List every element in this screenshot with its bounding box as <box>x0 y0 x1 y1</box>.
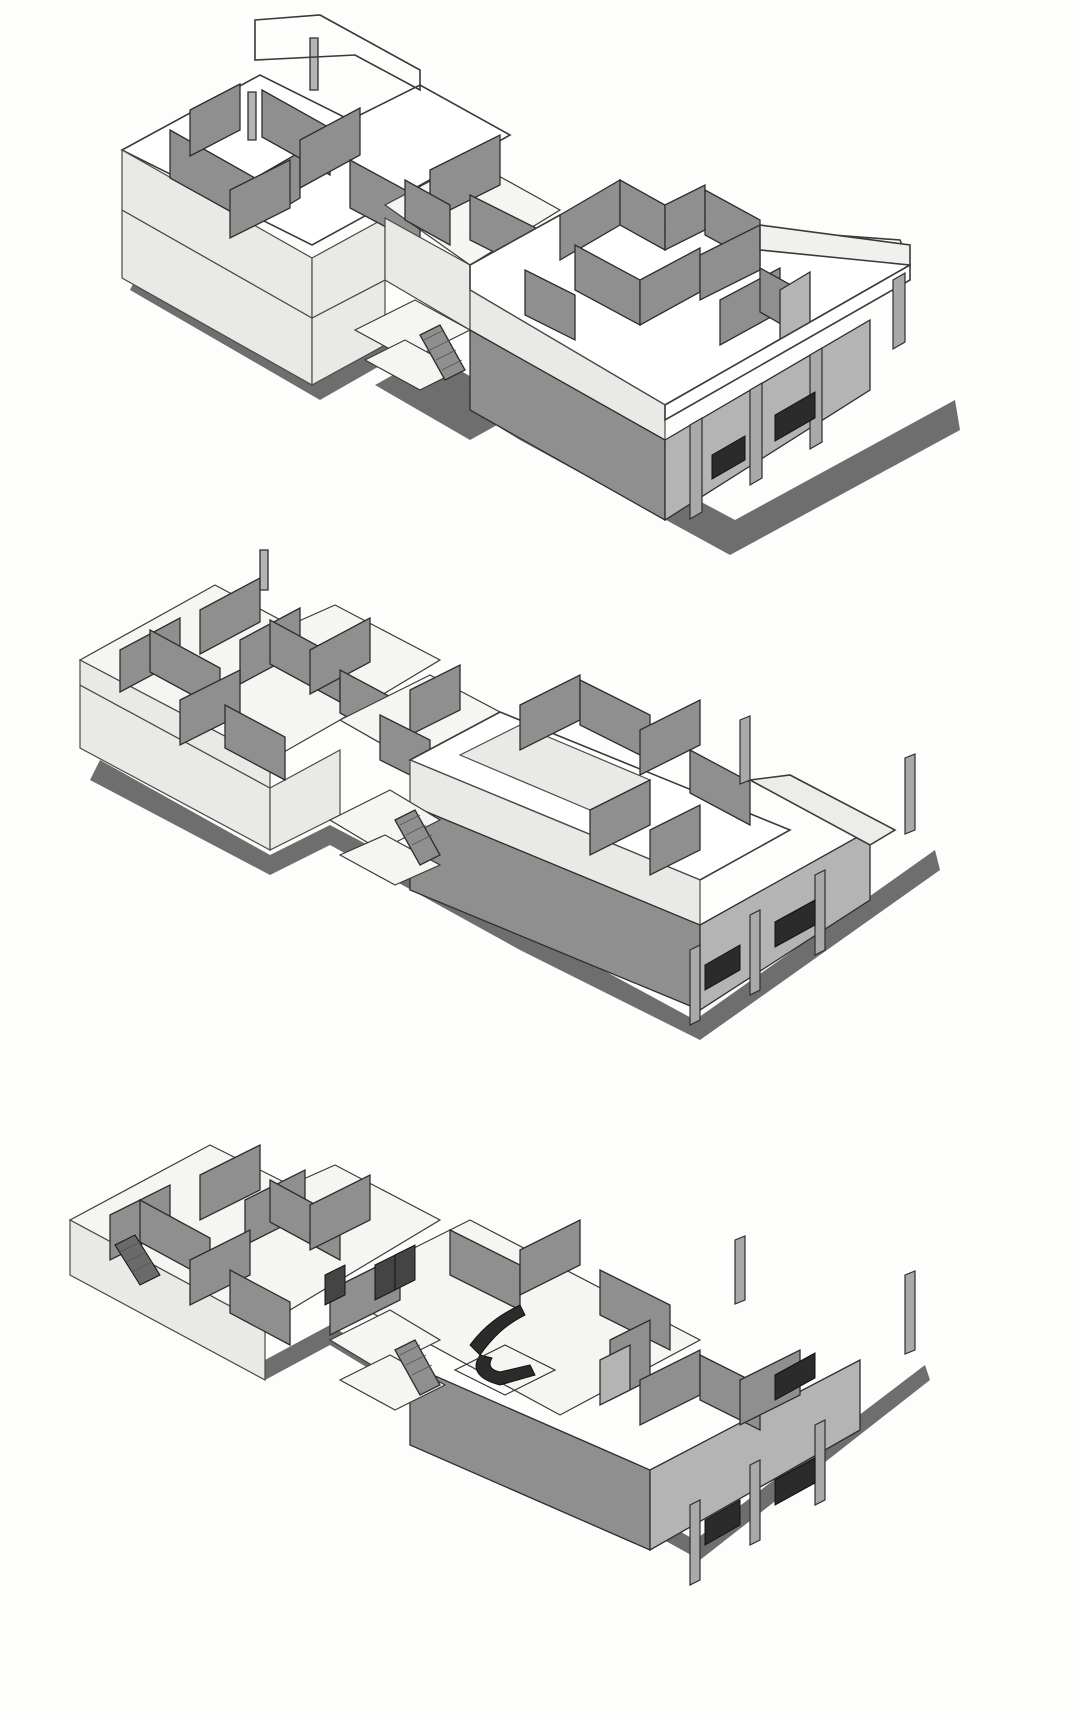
entry-lower-landing <box>338 1354 447 1411</box>
axon-view-middle <box>78 549 940 1040</box>
right-walls <box>599 1343 801 1432</box>
interior-walls <box>119 549 401 782</box>
entry-lower-landing <box>338 834 442 886</box>
columns <box>689 271 906 521</box>
glazed-screens <box>324 1244 416 1306</box>
screen-panels <box>704 1352 816 1546</box>
axon-view-ground <box>68 1143 930 1586</box>
entry-stair <box>394 809 441 866</box>
screen-panels <box>704 899 816 991</box>
right-walls <box>519 673 751 877</box>
canopy-roof <box>759 224 911 266</box>
slab-edge <box>664 263 911 422</box>
screen-panels <box>711 391 816 480</box>
columns <box>689 1235 916 1586</box>
entry-stair <box>419 324 466 381</box>
entry-landing <box>328 789 442 851</box>
entry-landing <box>328 1309 442 1371</box>
interior-stair <box>114 1234 161 1286</box>
roof-frame-top <box>254 14 421 92</box>
axon-view-upper <box>120 14 960 555</box>
feature-stair <box>453 1304 557 1396</box>
canopy-roof <box>747 774 897 846</box>
right-walls <box>524 178 811 350</box>
entry-stair <box>394 1339 441 1396</box>
columns <box>689 715 916 1026</box>
interior-walls <box>169 37 421 247</box>
